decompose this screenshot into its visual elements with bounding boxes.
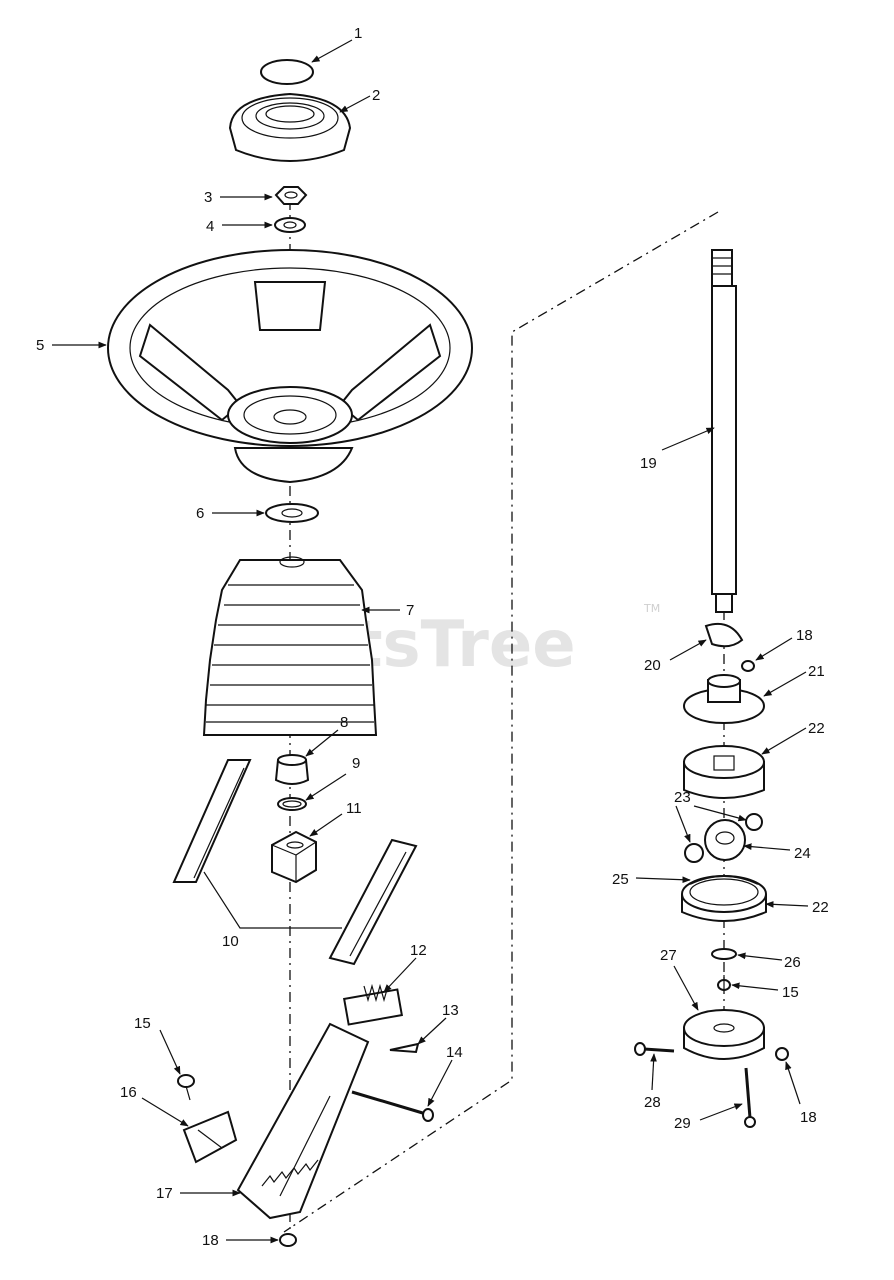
- part-flat-washer: [265, 503, 319, 523]
- part-bushing: [274, 754, 310, 785]
- part-steering-shaft: [711, 249, 737, 613]
- part-spring: [342, 983, 404, 1026]
- callout-4: 4: [206, 218, 214, 235]
- part-flange: [683, 674, 765, 724]
- part-cap: [260, 59, 314, 85]
- callout-17: 17: [156, 1185, 173, 1202]
- callout-5: 5: [36, 337, 44, 354]
- callout-12: 12: [410, 942, 427, 959]
- part-nut-right-lower: [775, 1047, 789, 1061]
- part-bracket: [182, 1110, 238, 1164]
- callout-18-lower: 18: [800, 1109, 817, 1126]
- part-bolt-29: [744, 1067, 756, 1128]
- callout-1: 1: [354, 25, 362, 42]
- callout-20: 20: [644, 657, 661, 674]
- callout-18-upper: 18: [796, 627, 813, 644]
- callout-14: 14: [446, 1044, 463, 1061]
- callout-18: 18: [202, 1232, 219, 1249]
- part-hub-cover: [228, 92, 352, 162]
- part-bolt-28: [634, 1042, 675, 1056]
- part-snap-ring: [277, 797, 307, 811]
- callout-11: 11: [346, 800, 362, 817]
- part-sector-gear: [236, 1022, 370, 1220]
- part-clevis-pin: [351, 1090, 434, 1122]
- callout-27: 27: [660, 947, 677, 964]
- callout-3: 3: [204, 189, 212, 206]
- callout-16: 16: [120, 1084, 137, 1101]
- callout-6: 6: [196, 505, 204, 522]
- leader-lines: [52, 39, 809, 1244]
- callout-13: 13: [442, 1002, 459, 1019]
- callout-19: 19: [640, 455, 657, 472]
- callout-9: 9: [352, 755, 360, 772]
- part-washer: [274, 217, 306, 233]
- part-boot: [202, 556, 378, 736]
- part-nut: [274, 186, 308, 205]
- callout-22: 22: [808, 720, 825, 737]
- part-ball-left: [684, 843, 704, 863]
- part-washer-right: [711, 948, 737, 960]
- part-steering-wheel: [107, 249, 473, 484]
- part-retaining-clip: [689, 875, 759, 885]
- callout-23: 23: [674, 789, 691, 806]
- part-housing-upper: [683, 745, 765, 799]
- callout-21: 21: [808, 663, 825, 680]
- callout-28: 28: [644, 1094, 661, 1111]
- part-ball-right: [745, 813, 763, 831]
- callout-8: 8: [340, 714, 348, 731]
- callout-22-lower: 22: [812, 899, 829, 916]
- callout-2: 2: [372, 87, 380, 104]
- callout-26: 26: [784, 954, 801, 971]
- part-housing-lower: [681, 875, 767, 922]
- part-nut-bottom: [279, 1233, 297, 1247]
- assembly-outline: [283, 211, 719, 1233]
- callout-29: 29: [674, 1115, 691, 1132]
- part-base-flange: [683, 1009, 765, 1060]
- part-rack-right: [328, 838, 418, 966]
- part-bolt-left: [177, 1074, 195, 1101]
- part-nut-right-upper: [741, 660, 755, 672]
- callout-25: 25: [612, 871, 629, 888]
- part-rack-left: [172, 759, 252, 883]
- watermark-trademark: TM: [643, 602, 660, 615]
- callout-labels: 1 2 3 4 5 6 7 8 9 11 10 12 13 14 15 16 1…: [36, 25, 829, 1249]
- part-key: [704, 622, 744, 648]
- part-ball-cage: [704, 819, 746, 861]
- part-pivot-block: [271, 830, 317, 884]
- callout-7: 7: [406, 602, 414, 619]
- callout-10: 10: [222, 933, 239, 950]
- callout-15: 15: [134, 1015, 151, 1032]
- part-cotter-pin: [389, 1042, 420, 1054]
- part-bolt-right: [717, 975, 731, 991]
- callout-24: 24: [794, 845, 811, 862]
- callout-15-right: 15: [782, 984, 799, 1001]
